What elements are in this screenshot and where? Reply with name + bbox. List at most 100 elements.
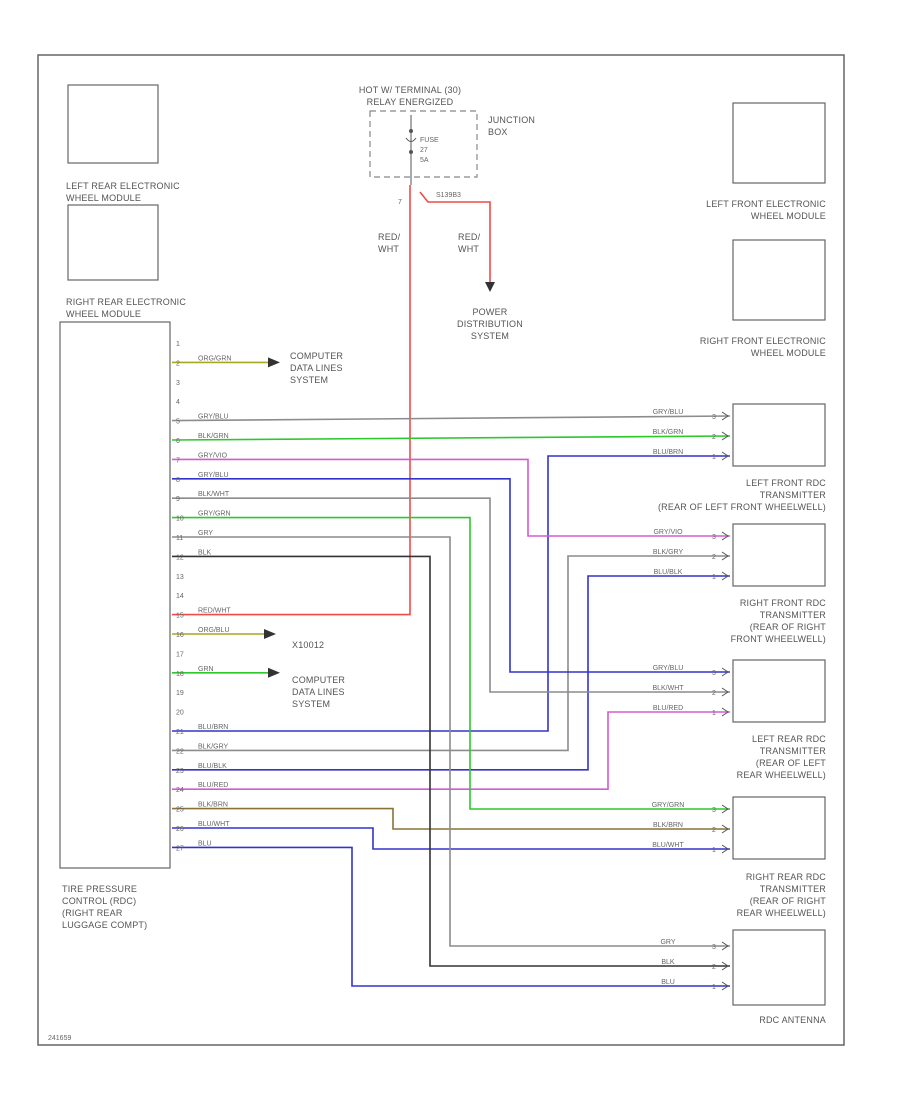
- wire-right-label-2: WHT: [458, 244, 479, 254]
- rf-connector-3: [721, 571, 729, 581]
- pin-number-10: 10: [176, 516, 184, 523]
- pin-number-8: 8: [176, 477, 180, 484]
- wire-left-label-2: WHT: [378, 244, 399, 254]
- rr-wire-label-3: BLU/WHT: [652, 842, 684, 849]
- pin-number-2: 2: [176, 360, 180, 367]
- ant-pin-1: 3: [712, 944, 716, 951]
- rf-connector-2: [721, 551, 729, 561]
- pin-number-26: 26: [176, 826, 184, 833]
- cdl2-label-3: SYSTEM: [292, 699, 330, 709]
- ant-connector-1: [721, 941, 729, 951]
- lf-wire-label-2: BLK/GRN: [653, 429, 684, 436]
- lf-wire-label-3: BLU/BRN: [653, 449, 683, 456]
- pin-wire-label-23: BLU/BLK: [198, 763, 227, 770]
- lr-transmitter-box: [732, 659, 826, 723]
- rf-transmitter-box: [732, 523, 826, 587]
- pin-number-11: 11: [176, 535, 183, 542]
- lr-transmitter-label-4: REAR WHEELWELL): [737, 770, 826, 780]
- pin-number-13: 13: [176, 574, 184, 581]
- left-front-wheel-module-box: [732, 102, 826, 184]
- rr-connector-3: [721, 844, 729, 854]
- wire-pin-11: [172, 536, 730, 947]
- rr-pin-1: 3: [712, 807, 716, 814]
- rf-connector-1: [721, 531, 729, 541]
- left-rear-module-label-2: WHEEL MODULE: [66, 193, 141, 203]
- wire-pin-26: [172, 827, 730, 850]
- pin-number-25: 25: [176, 807, 184, 814]
- lr-connector-2: [721, 687, 729, 697]
- junction-box-outline: [369, 110, 478, 178]
- wire-pin-8: [172, 478, 730, 673]
- ant-pin-2: 2: [712, 964, 716, 971]
- x10012-label: X10012: [292, 640, 324, 650]
- pin-number-5: 5: [176, 419, 180, 426]
- lf-pin-2: 2: [712, 434, 716, 441]
- ant-connector-3: [721, 981, 729, 991]
- left-front-module-label-1: LEFT FRONT ELECTRONIC: [706, 199, 826, 209]
- pin-wire-label-18: GRN: [198, 666, 214, 673]
- arrow-cdl1: [268, 357, 280, 368]
- pin-wire-label-22: BLK/GRY: [198, 743, 229, 750]
- rr-connector-2: [721, 824, 729, 834]
- rf-pin-1: 3: [712, 534, 716, 541]
- wire-pin-24: [172, 711, 730, 790]
- wire-pin-15-power: [172, 185, 411, 616]
- pin-wire-label-7: GRY/VIO: [198, 452, 228, 459]
- pin-wire-label-5: GRY/BLU: [198, 414, 229, 421]
- fuse-terminal-bottom: [409, 150, 413, 154]
- right-rear-module-label-1: RIGHT REAR ELECTRONIC: [66, 297, 186, 307]
- ant-wire-label-2: BLK: [661, 959, 675, 966]
- controller-label-4: LUGGAGE COMPT): [62, 920, 147, 930]
- lf-transmitter-label-1: LEFT FRONT RDC: [746, 478, 826, 488]
- hot-label-1: HOT W/ TERMINAL (30): [359, 85, 461, 95]
- pin-number-6: 6: [176, 438, 180, 445]
- wire-pin-10: [172, 516, 730, 810]
- rf-transmitter-label-1: RIGHT FRONT RDC: [740, 598, 826, 608]
- pin-wire-label-2: ORG/GRN: [198, 355, 231, 362]
- wire-pin-21: [172, 455, 730, 732]
- wire-pin-12: [172, 555, 730, 967]
- cdl2-label-1: COMPUTER: [292, 675, 345, 685]
- wire-runs: [171, 185, 731, 987]
- lr-pin-2: 2: [712, 690, 716, 697]
- rf-transmitter-label-3: (REAR OF RIGHT: [750, 622, 827, 632]
- splice-label: S139B3: [436, 192, 461, 199]
- ant-pin-3: 1: [712, 984, 716, 991]
- cdl2-label-2: DATA LINES: [292, 687, 345, 697]
- fuse-label-3: 5A: [420, 157, 429, 164]
- lf-transmitter-label-3: (REAR OF LEFT FRONT WHEELWELL): [658, 502, 826, 512]
- footer-id: 241659: [48, 1035, 71, 1042]
- rf-transmitter-label-2: TRANSMITTER: [760, 610, 826, 620]
- lr-wire-label-2: BLK/WHT: [652, 685, 684, 692]
- pin-number-15: 15: [176, 613, 184, 620]
- ant-transmitter-box: [732, 929, 826, 1006]
- hot-label-2: RELAY ENERGIZED: [367, 97, 454, 107]
- left-rear-module-label-1: LEFT REAR ELECTRONIC: [66, 181, 180, 191]
- pin-wire-label-26: BLU/WHT: [198, 821, 230, 828]
- junction-label-2: BOX: [488, 127, 508, 137]
- pin-wire-label-16: ORG/BLU: [198, 627, 230, 634]
- rr-wire-label-2: BLK/BRN: [653, 822, 683, 829]
- pin-wire-label-24: BLU/RED: [198, 782, 228, 789]
- wire-left-label-1: RED/: [378, 232, 401, 242]
- wire-pin-9: [172, 497, 730, 693]
- lr-transmitter-label-1: LEFT REAR RDC: [752, 734, 826, 744]
- pin-wire-label-12: BLK: [198, 549, 212, 556]
- pin-wire-label-10: GRY/GRN: [198, 511, 231, 518]
- fuse-label-1: FUSE: [420, 137, 439, 144]
- lr-wire-label-3: BLU/RED: [653, 705, 683, 712]
- power-pin-label: 7: [398, 199, 402, 206]
- rr-pin-3: 1: [712, 847, 716, 854]
- rf-transmitter-label-4: FRONT WHEELWELL): [731, 634, 826, 644]
- pin-number-16: 16: [176, 632, 184, 639]
- rf-wire-label-2: BLK/GRY: [653, 549, 684, 556]
- diagram-frame: [37, 54, 845, 1046]
- lr-wire-label-1: GRY/BLU: [653, 665, 684, 672]
- rf-wire-label-3: BLU/BLK: [654, 569, 683, 576]
- pin-number-4: 4: [176, 399, 180, 406]
- wire-pin-27: [172, 846, 730, 987]
- lf-transmitter-label-2: TRANSMITTER: [760, 490, 826, 500]
- rf-wire-label-1: GRY/VIO: [653, 529, 683, 536]
- rr-transmitter-box: [732, 796, 826, 860]
- pin-number-27: 27: [176, 845, 184, 852]
